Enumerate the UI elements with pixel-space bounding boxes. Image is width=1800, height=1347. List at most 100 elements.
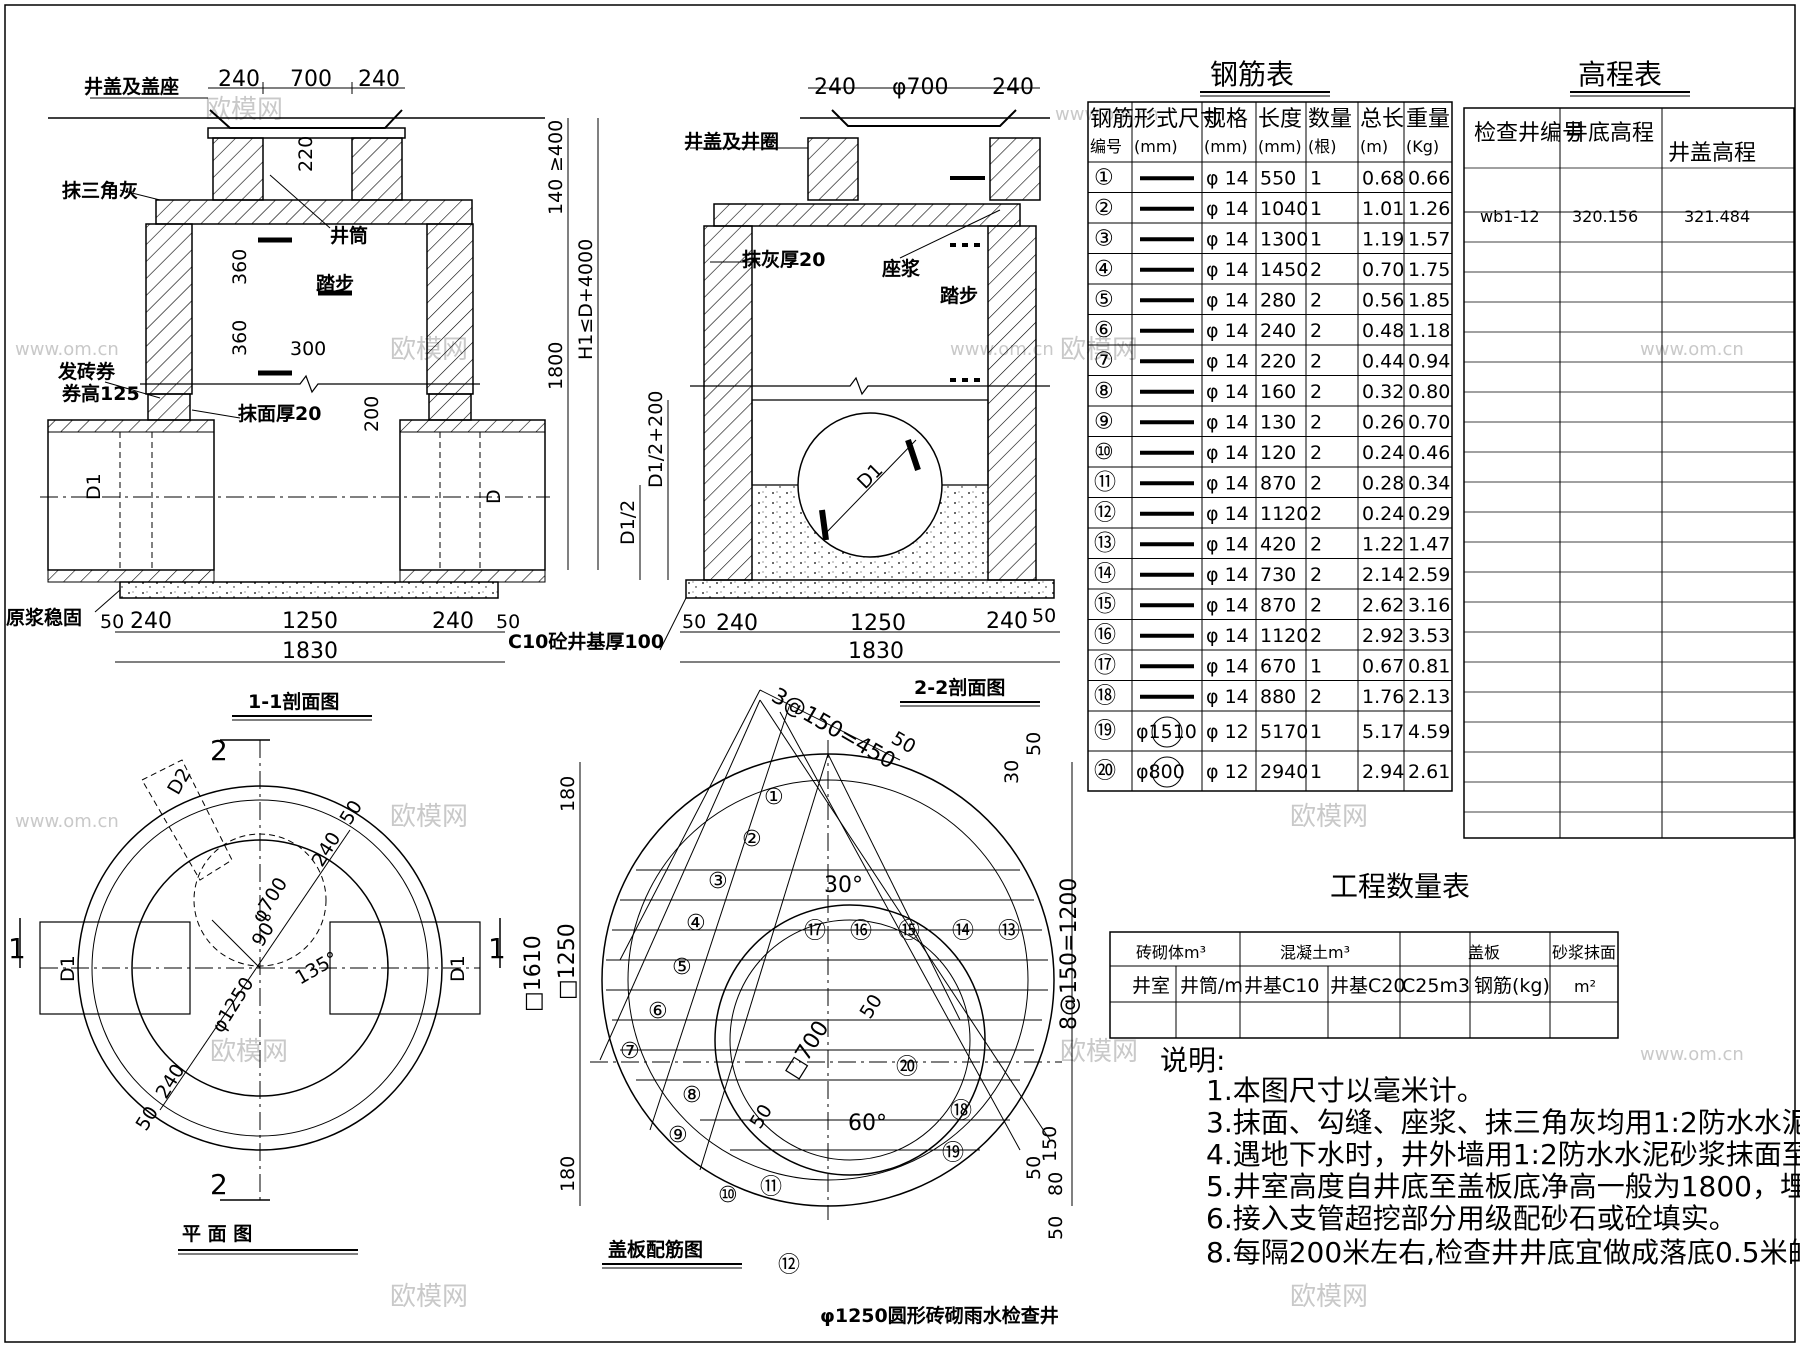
- qty-col: 井基C10: [1244, 975, 1319, 997]
- rebar-cell: 0.66: [1408, 167, 1450, 189]
- watermark: 欧模网: [1290, 1282, 1368, 1312]
- rebar-cell: 730: [1260, 564, 1296, 586]
- dim-text: 1800: [545, 342, 567, 390]
- dim-text: 300: [290, 338, 326, 360]
- rebar-cell: ⑯: [1094, 623, 1116, 648]
- dim-text: 200: [361, 396, 383, 432]
- elev-cell: wb1-12: [1480, 207, 1540, 226]
- qty-header: 砖砌体m³: [1136, 943, 1206, 962]
- rebar-cell: 2: [1310, 564, 1322, 586]
- rebar-cell: 420: [1260, 533, 1296, 555]
- rebar-cell: 2: [1310, 594, 1322, 616]
- rebar-cell: 2: [1310, 533, 1322, 555]
- rebar-cell: 1.85: [1408, 289, 1450, 311]
- bar-marker: ④: [686, 911, 706, 936]
- dim-text: 50: [100, 611, 124, 633]
- rebar-cell: ⑫: [1094, 501, 1116, 526]
- rebar-cell: 1: [1310, 761, 1322, 783]
- rebar-cell: 0.44: [1362, 350, 1404, 372]
- label-step: 踏步: [316, 273, 354, 295]
- label-shaft: 井筒: [330, 224, 368, 247]
- rebar-cell: φ 14: [1206, 655, 1249, 677]
- label-angle-60: 60°: [848, 1111, 887, 1136]
- rebar-cell: 0.68: [1362, 167, 1404, 189]
- rebar-cell: 0.24: [1362, 442, 1404, 464]
- label-plaster: 抹灰厚20: [742, 248, 825, 271]
- dim-text: 1830: [848, 639, 904, 664]
- dim-text: 30: [1001, 760, 1023, 784]
- dim-text: 50: [1023, 1156, 1045, 1180]
- bar-marker: ③: [708, 869, 728, 894]
- caption-plan: 平 面 图: [182, 1223, 252, 1245]
- label-cover-seat: 井盖及盖座: [84, 75, 179, 98]
- rebar-cell: 880: [1260, 686, 1296, 708]
- elev-header: 井盖高程: [1668, 141, 1756, 166]
- rebar-cell: 0.81: [1408, 655, 1450, 677]
- label-base: C10砼井基厚100: [508, 630, 664, 653]
- rebar-header-cell: 形式尺寸: [1134, 107, 1222, 132]
- rebar-cell: ⑤: [1094, 287, 1114, 312]
- rebar-cell: 0.26: [1362, 411, 1404, 433]
- rebar-cell: 0.94: [1408, 350, 1450, 372]
- rebar-cell: 2: [1310, 350, 1322, 372]
- rebar-cell: 2: [1310, 625, 1322, 647]
- rebar-cell: φ 14: [1206, 198, 1249, 220]
- rebar-cell: 2.62: [1362, 594, 1404, 616]
- qty-header: 盖板: [1468, 943, 1500, 962]
- watermark: 欧模网: [1290, 802, 1368, 832]
- rebar-cell: ⑱: [1094, 684, 1116, 709]
- drawing-title: φ1250圆形砖砌雨水检查井: [820, 1304, 1059, 1327]
- rebar-cell: 870: [1260, 594, 1296, 616]
- rebar-shape-ring: [1151, 756, 1183, 788]
- section-mark-1-right: 1: [488, 932, 506, 965]
- qty-col: 钢筋(kg): [1474, 975, 1550, 997]
- rebar-table-title: 钢筋表: [1210, 58, 1294, 91]
- qty-col: m²: [1574, 977, 1596, 996]
- watermark: www.om.cn: [1055, 104, 1159, 125]
- watermark: 欧模网: [210, 1037, 288, 1067]
- rebar-cell: 160: [1260, 381, 1296, 403]
- dim-text: 50: [132, 1102, 163, 1134]
- rebar-cell: ②: [1094, 196, 1114, 221]
- rebar-cell: 1.57: [1408, 228, 1450, 250]
- rebar-cell: 1.18: [1408, 320, 1450, 342]
- rebar-cell: φ 14: [1206, 442, 1249, 464]
- label-d1-left: D1: [57, 955, 79, 982]
- rebar-cell: 2.92: [1362, 625, 1404, 647]
- rebar-cell: 2940: [1260, 761, 1308, 783]
- rebar-cell: 550: [1260, 167, 1296, 189]
- rebar-cell: 0.34: [1408, 472, 1450, 494]
- rebar-cell: φ 14: [1206, 411, 1249, 433]
- rebar-cell: 1.19: [1362, 228, 1404, 250]
- bar-marker: ⑮: [898, 919, 920, 944]
- rebar-cell: 2.13: [1408, 686, 1450, 708]
- dim-text: D1/2: [617, 500, 639, 545]
- watermark: 欧模网: [1060, 1037, 1138, 1067]
- qty-header: 砂浆抹面: [1552, 943, 1616, 962]
- notes-block: 说明: 1.本图尺寸以毫米计。 3.抹面、勾缝、座浆、抹三角灰均用1:2防水水泥…: [1160, 1044, 1800, 1269]
- rebar-cell: 2: [1310, 442, 1322, 464]
- rebar-header-cell: 规格: [1204, 107, 1248, 132]
- rebar-cell: ⑥: [1094, 318, 1114, 343]
- watermark: 欧模网: [390, 1282, 468, 1312]
- rebar-header-cell: (mm): [1204, 137, 1248, 156]
- label-step: 踏步: [940, 285, 978, 307]
- bar-marker: ⑥: [648, 999, 668, 1024]
- watermark: www.om.cn: [15, 339, 119, 360]
- dim-text: 240: [152, 1060, 190, 1102]
- section-1-1-view: 井盖及盖座 抹三角灰 井筒 踏步 发砖券 券高125 抹面厚20 原浆稳固 D1…: [6, 67, 599, 721]
- rebar-cell: φ 14: [1206, 259, 1249, 281]
- rebar-cell: φ 12: [1206, 761, 1249, 783]
- rebar-shape-ring: [1151, 716, 1183, 748]
- rebar-cell: ⑩: [1094, 440, 1114, 465]
- section-mark-2-top: 2: [210, 734, 228, 767]
- rebar-cell: φ 14: [1206, 503, 1249, 525]
- rebar-cell: 1.22: [1362, 533, 1404, 555]
- rebar-cell: 1300: [1260, 228, 1308, 250]
- dim-text: 8@150=1200: [1057, 878, 1082, 1030]
- dim-text: φ700: [892, 75, 949, 100]
- dim-text: 50: [746, 1100, 777, 1132]
- dim-text: 240: [218, 67, 260, 92]
- label-angle-30: 30°: [824, 873, 863, 898]
